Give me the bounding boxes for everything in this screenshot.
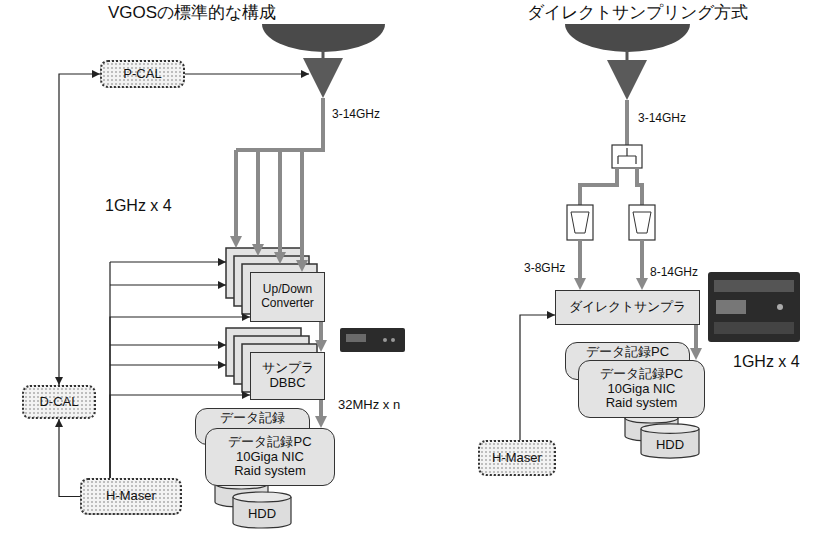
node-text: データ記録 — [220, 411, 285, 426]
calibration-box: D-CAL — [22, 385, 96, 419]
rack-unit-photo — [714, 280, 794, 292]
feed-line — [322, 50, 325, 58]
signal-arrow — [319, 400, 323, 422]
rf-signal-line — [580, 168, 617, 205]
amplifier-symbol — [607, 60, 647, 100]
splitter-symbol — [618, 148, 636, 164]
rf-branch-arrow — [234, 150, 238, 242]
reference-connector — [520, 315, 555, 440]
panel-heading: VGOSの標準的な構成 — [108, 3, 276, 23]
node-text: サンプラ DBBC — [255, 361, 320, 391]
frequency-label: 3-8GHz — [524, 262, 565, 276]
node-text: H-Maser — [492, 451, 542, 466]
amplifier-symbol — [303, 58, 343, 98]
rf-signal-line — [625, 100, 629, 145]
node-text: HDD — [656, 438, 684, 453]
sampler-box: ダイレクトサンプラ — [555, 290, 700, 325]
node-text: Raid system — [606, 396, 678, 411]
node-text: H-Maser — [106, 489, 156, 504]
node-text: 10Giga NIC — [236, 450, 304, 465]
reference-arrow — [110, 261, 226, 262]
filter-symbol — [633, 212, 651, 233]
rf-signal-line — [637, 168, 642, 205]
reference-arrow — [110, 284, 226, 285]
rf-band-arrow — [578, 240, 582, 284]
rf-band-arrow — [640, 240, 644, 284]
frequency-label: 3-14GHz — [638, 112, 686, 126]
node-text: 10Giga NIC — [608, 382, 676, 397]
rack-unit-photo — [391, 338, 395, 342]
antenna-dish — [262, 24, 385, 52]
rf-branch-arrow — [300, 150, 304, 266]
rf-branch-arrow — [278, 150, 282, 258]
rack-unit-photo — [346, 334, 366, 342]
pcal-injection-arrow — [185, 73, 309, 74]
node-text: データ記録PC — [228, 435, 311, 450]
converter-box: Up/Down Converter — [250, 272, 325, 322]
node-text: Raid system — [234, 464, 306, 479]
sampler-box: サンプラ DBBC — [250, 352, 325, 400]
rack-unit-photo — [340, 328, 405, 352]
frequency-label: 3-14GHz — [332, 108, 380, 122]
recorder-box: データ記録PC10Giga NICRaid system — [205, 428, 335, 486]
rack-unit-photo — [383, 338, 387, 342]
rf-branch-arrow — [256, 150, 260, 250]
reference-connector — [59, 74, 100, 385]
rack-unit-photo — [777, 304, 783, 310]
rack-unit-photo — [714, 322, 794, 334]
node-text: HDD — [248, 507, 276, 522]
node-text: Up/Down Converter — [255, 283, 320, 311]
calibration-box: P-CAL — [100, 60, 185, 88]
panel-heading: ダイレクトサンプリング方式 — [527, 3, 748, 23]
filter-symbol — [629, 205, 655, 240]
reference-arrow — [110, 364, 226, 365]
node-text: D-CAL — [39, 395, 78, 410]
rack-unit-photo — [708, 272, 800, 342]
node-text: データ記録PC — [586, 345, 669, 360]
node-text: ダイレクトサンプラ — [569, 300, 686, 315]
node-text: P-CAL — [123, 67, 161, 82]
splitter-symbol — [612, 145, 642, 168]
signal-arrow — [694, 325, 698, 354]
node-text: データ記録PC — [600, 367, 683, 382]
antenna-dish — [565, 24, 690, 52]
hdd-cylinder: HDD — [232, 490, 292, 530]
channel-label: 1GHz x 4 — [733, 353, 800, 371]
reference-connector — [59, 419, 80, 497]
maser-box: H-Maser — [478, 440, 556, 476]
signal-arrow — [319, 322, 323, 346]
filter-symbol — [571, 212, 589, 233]
hdd-cylinder: HDD — [640, 422, 700, 460]
reference-arrow — [110, 344, 226, 345]
rack-unit-photo — [716, 300, 746, 314]
frequency-label: 8-14GHz — [650, 266, 698, 280]
feed-line — [626, 50, 629, 60]
filter-symbol — [567, 205, 593, 240]
channel-label: 1GHz x 4 — [105, 197, 172, 215]
maser-box: H-Maser — [80, 478, 182, 515]
channel-label: 32MHz x n — [338, 398, 400, 413]
recorder-box: データ記録PC10Giga NICRaid system — [578, 360, 705, 418]
rf-signal-line — [236, 98, 323, 150]
